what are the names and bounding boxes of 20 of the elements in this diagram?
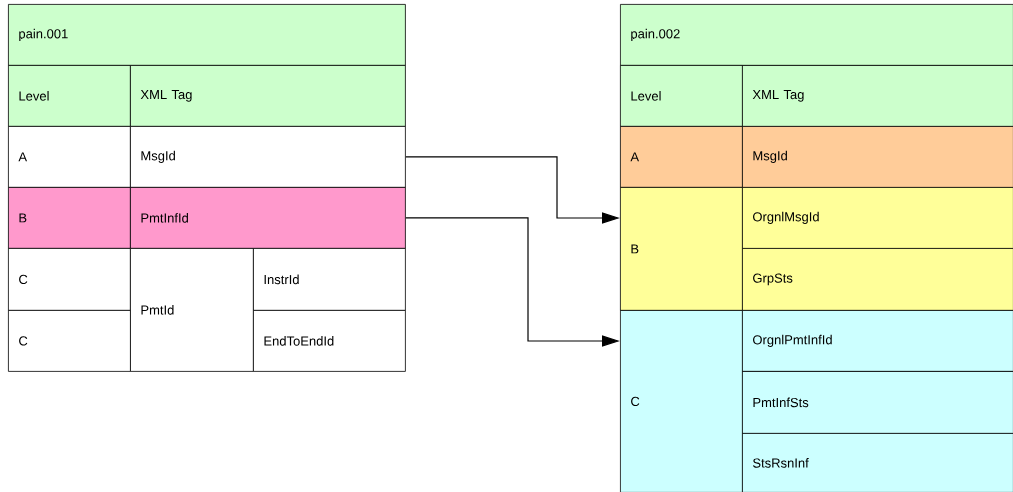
table-cell: GrpSts [742, 248, 1013, 311]
table-cell: B [8, 187, 131, 249]
table-cell: A [8, 126, 131, 188]
table-cell: OrgnlMsgId [742, 187, 1013, 249]
table-cell: StsRsnInf [742, 433, 1013, 492]
header-cell: Level [620, 65, 743, 127]
table-cell: OrgnlPmtInfId [742, 310, 1013, 372]
table-cell: InstrId [253, 248, 406, 311]
node-label: PmtInfSts [753, 397, 809, 408]
table-cell: C [620, 310, 743, 492]
node-label: XML Tag [752, 90, 804, 102]
table-cell: B [620, 187, 743, 311]
table-cell: C [8, 310, 131, 372]
table-cell: C [8, 248, 131, 311]
header-cell: Level [8, 65, 131, 127]
table-cell: EndToEndId [253, 310, 406, 372]
node-label: OrgnlPmtInfId [753, 334, 832, 347]
table-cell: A [620, 126, 743, 188]
node-label: MsgId [753, 150, 787, 163]
table-cell: PmtInfSts [742, 371, 1013, 434]
